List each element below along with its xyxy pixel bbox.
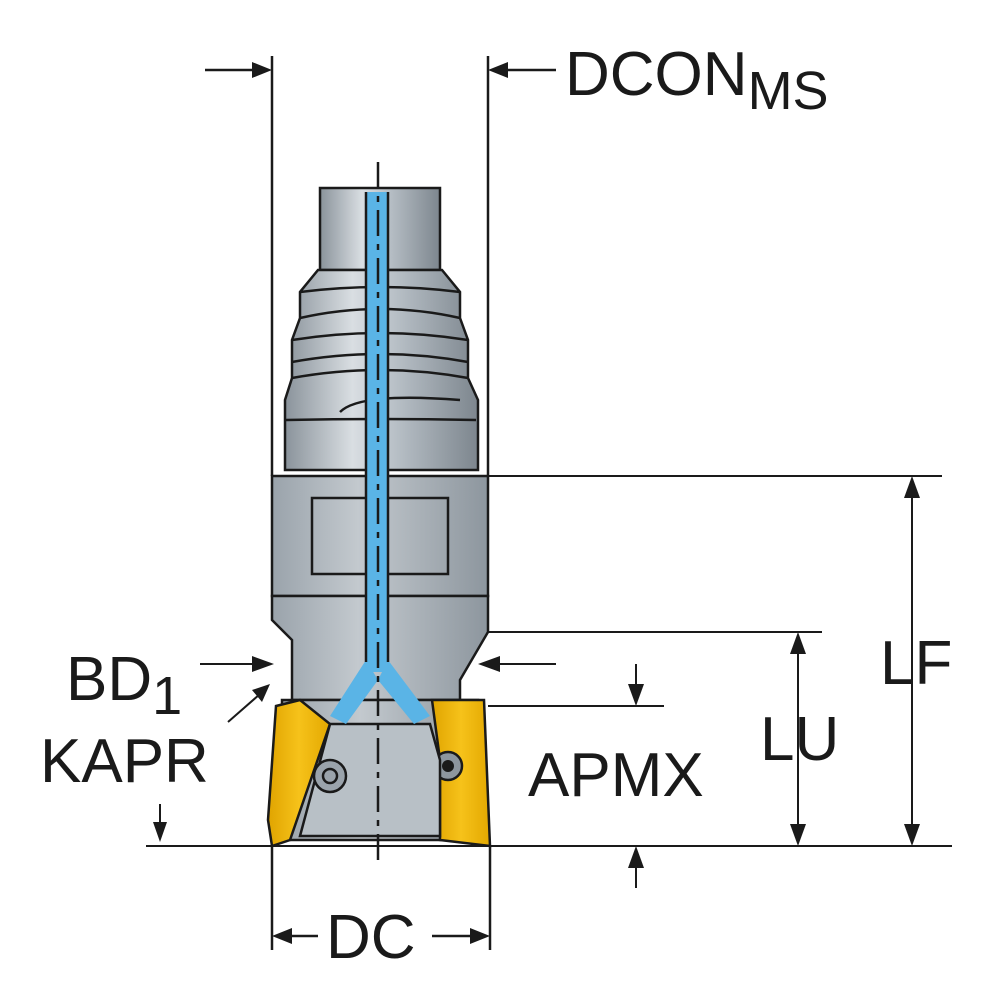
lf-label: LF xyxy=(880,629,952,698)
dc-label: DC xyxy=(326,903,416,972)
kapr-label: KAPR xyxy=(40,727,209,796)
lu-label: LU xyxy=(760,705,839,774)
dcon-arrow-left xyxy=(252,62,272,78)
dcon-arrow-right xyxy=(488,62,508,78)
apmx-label: APMX xyxy=(528,741,704,810)
coolant-channel xyxy=(330,192,430,724)
kapr-leader xyxy=(227,693,261,723)
bd1-label: BD1 xyxy=(66,645,182,726)
dcon-label: DCONMS xyxy=(565,40,829,121)
dc-arrow-left xyxy=(272,928,292,944)
cutting-insert-left xyxy=(266,698,332,848)
bd1-subscript: 1 xyxy=(152,666,182,726)
insert-screw-left xyxy=(312,758,348,794)
dc-arrow-right xyxy=(470,928,490,944)
dcon-subscript: MS xyxy=(748,61,829,121)
